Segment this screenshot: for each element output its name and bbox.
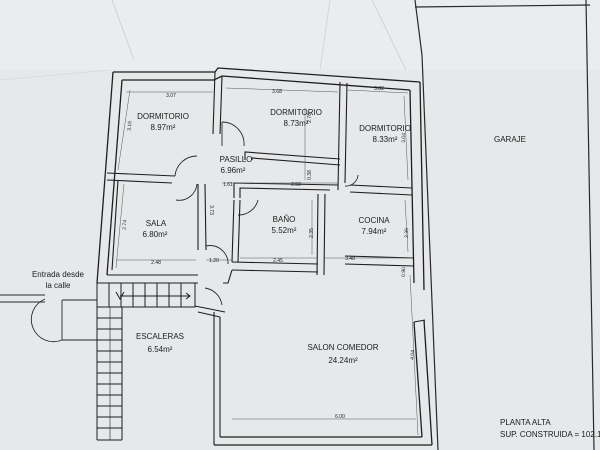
- dim-right-1: 3.04: [401, 133, 407, 143]
- dim-bano-v: 2.35: [309, 228, 315, 238]
- dim-cocina-v: 2.35: [404, 228, 410, 238]
- dim-sala-v: 2.74: [122, 220, 129, 230]
- room-dormitorio-1-name: DORMITORIO: [137, 112, 189, 121]
- dim-cocina-v2: 0.90: [401, 267, 407, 277]
- dim-mid-1: 2.70: [307, 113, 313, 123]
- entrance-label-line2: la calle: [46, 281, 71, 290]
- dim-mid-2: 0.38: [307, 170, 313, 180]
- caption-title: PLANTA ALTA: [500, 418, 551, 427]
- dim-sala-h: 2.48: [151, 260, 161, 266]
- room-bano-area: 5.52m²: [272, 226, 297, 235]
- room-dormitorio-2-area: 8.73m²: [284, 119, 309, 128]
- room-dormitorio-2-name: DORMITORIO: [270, 108, 322, 117]
- dim-left-1: 3.16: [127, 121, 134, 131]
- entrance-label-line1: Entrada desde: [32, 270, 85, 279]
- exterior-walls: [96, 67, 433, 446]
- staircase: [96, 282, 196, 441]
- room-dormitorio-3-name: DORMITORIO: [359, 124, 411, 133]
- dim-top-3: 3.82: [374, 86, 384, 92]
- dim-top-1: 3.07: [166, 93, 176, 99]
- room-escaleras-name: ESCALERAS: [136, 332, 184, 341]
- dim-door: 1.20: [209, 258, 219, 264]
- room-dormitorio-1-area: 8.97m²: [151, 123, 176, 132]
- room-salon-area: 24.24m²: [328, 356, 358, 365]
- dim-sala-v2: 3.73: [208, 205, 214, 215]
- entrance-label: Entrada desde la calle: [32, 270, 85, 290]
- room-bano-name: BAÑO: [273, 215, 296, 224]
- room-salon-name: SALON COMEDOR: [307, 343, 378, 352]
- dim-top-2: 3.68: [272, 89, 282, 95]
- doors: [30, 121, 359, 343]
- dim-pasillo-2: 2.50: [291, 182, 301, 188]
- room-escaleras-area: 6.54m²: [148, 345, 173, 354]
- dim-salon-v: 4.04: [410, 350, 417, 360]
- garage-outline: [414, 0, 595, 450]
- room-dormitorio-3-area: 8.33m²: [373, 135, 398, 144]
- room-pasillo-area: 6.96m²: [221, 166, 246, 175]
- room-cocina-name: COCINA: [358, 216, 390, 225]
- caption-area: SUP. CONSTRUIDA = 102.1: [500, 430, 600, 439]
- dimension-labels: 3.07 3.68 3.82 3.16 2.70 0.38 3.04 1.61 …: [122, 86, 417, 420]
- dim-salon-h: 6.00: [335, 414, 345, 420]
- dim-pasillo-1: 1.61: [223, 182, 233, 188]
- room-cocina-area: 7.94m²: [362, 227, 387, 236]
- dimension-lines: [115, 87, 419, 436]
- room-labels: DORMITORIO 8.97m² DORMITORIO 8.73m² DORM…: [136, 108, 526, 365]
- plan-caption: PLANTA ALTA SUP. CONSTRUIDA = 102.1: [500, 418, 600, 439]
- room-pasillo-name: PASILLO: [220, 155, 253, 164]
- room-sala-name: SALA: [146, 219, 167, 228]
- dim-bano-h: 2.45: [273, 258, 283, 264]
- room-sala-area: 6.80m²: [143, 230, 168, 239]
- dim-cocina-h: 3.48: [345, 256, 355, 262]
- room-garaje-name: GARAJE: [494, 135, 526, 144]
